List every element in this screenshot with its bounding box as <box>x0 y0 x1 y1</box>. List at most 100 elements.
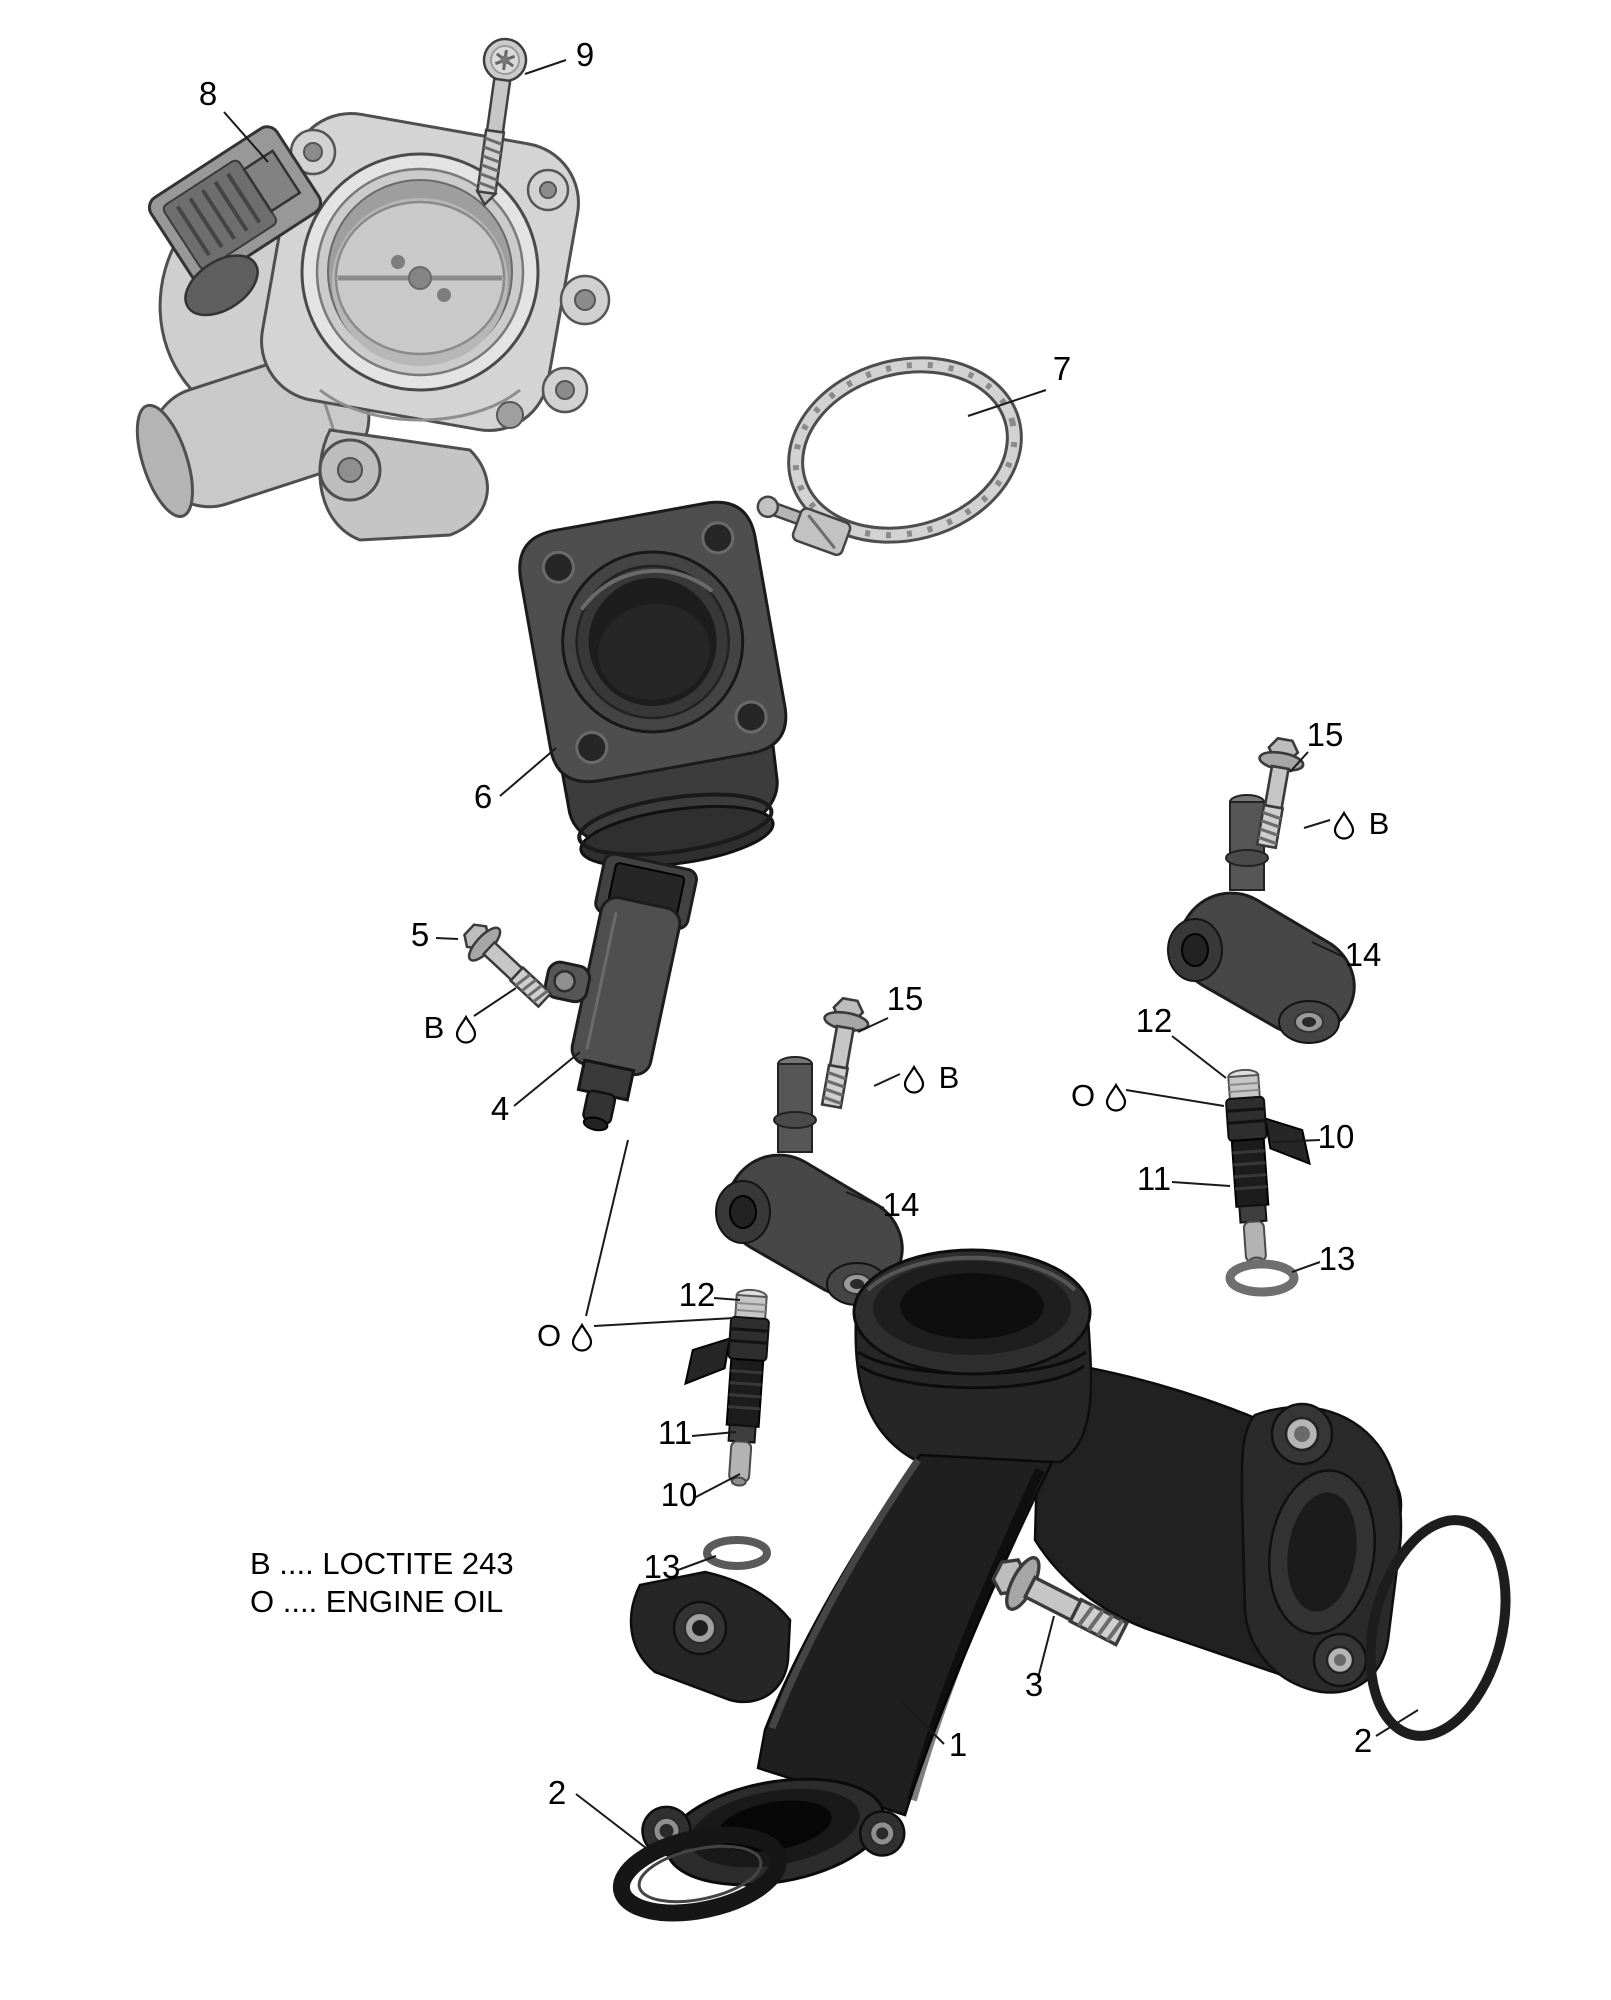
leader-lines <box>223 59 1419 1849</box>
manifold-left-foot <box>629 1570 792 1704</box>
leader-line <box>1311 941 1347 959</box>
leader-line <box>873 1073 901 1087</box>
oil-code-right: O <box>1071 1078 1095 1113</box>
leader-line <box>1291 1261 1321 1273</box>
throttle-bore <box>300 152 540 392</box>
callout-11-middle: 11 <box>658 1414 692 1451</box>
leader-line <box>1171 1035 1227 1079</box>
callout-10-middle: 10 <box>661 1476 698 1513</box>
leader-line <box>593 1317 735 1327</box>
fuel-injector-middle <box>684 1287 773 1489</box>
leader-line <box>513 1051 581 1107</box>
manifold-inlet-bell <box>852 1248 1092 1376</box>
right-flange-bosses <box>1270 1402 1368 1688</box>
callout-13-middle: 13 <box>644 1548 681 1585</box>
throttle-body-screw <box>475 37 528 207</box>
throttle-body <box>135 112 611 542</box>
injector-o-ring-middle <box>703 1536 771 1570</box>
oil-drop-icon <box>455 1015 477 1044</box>
legend-engine-oil: O .... ENGINE OIL <box>250 1584 503 1619</box>
leader-line <box>1171 1181 1231 1187</box>
thread-lines <box>478 136 503 191</box>
leader-line <box>967 389 1047 417</box>
hose-clamp <box>756 356 1023 557</box>
callout-6: 6 <box>474 778 492 815</box>
sensor-screw <box>453 912 561 1017</box>
oil-drop-icon <box>903 1065 925 1094</box>
leader-line <box>1037 1615 1055 1679</box>
manifold-bottom-flange <box>641 1777 906 1887</box>
callout-14-right: 14 <box>1345 936 1382 973</box>
holder-screw-middle <box>808 994 874 1112</box>
flange-bolt-bosses <box>289 128 611 414</box>
callout-12-right: 12 <box>1136 1002 1173 1039</box>
leader-line <box>575 1793 647 1849</box>
clamp-band-slots <box>792 361 1018 539</box>
oil-drop-icon <box>1333 811 1355 840</box>
oil-drop-icon <box>1105 1083 1127 1112</box>
injector-connector-tab <box>684 1337 731 1386</box>
callout-2-right: 2 <box>1354 1722 1372 1759</box>
leader-line <box>1375 1709 1419 1737</box>
loctite-code-left: B <box>424 1010 445 1045</box>
leader-line <box>899 1699 945 1745</box>
oil-drop-icon <box>571 1323 593 1352</box>
map-sensor <box>543 852 698 1132</box>
leader-line <box>845 1191 885 1209</box>
leader-line <box>499 747 557 797</box>
leader-line <box>713 1297 741 1301</box>
leader-line <box>473 987 517 1017</box>
callout-13-right: 13 <box>1319 1240 1356 1277</box>
leader-line <box>585 1139 629 1317</box>
annotations: B B B O O <box>424 806 1390 1353</box>
idle-air-port <box>496 401 524 429</box>
leader-line <box>223 111 269 163</box>
worm-screw-housing <box>756 495 852 557</box>
casting-shadow-line <box>319 388 521 422</box>
leader-line <box>524 59 567 75</box>
leader-line <box>677 1555 717 1571</box>
leader-line <box>857 1017 889 1033</box>
callouts: 9 8 7 6 5 4 15 14 12 11 10 13 15 14 12 1… <box>199 36 1382 1811</box>
callout-7: 7 <box>1053 350 1071 387</box>
leader-line <box>1271 1139 1321 1143</box>
loctite-code-middle: B <box>939 1060 960 1095</box>
electrical-connector <box>147 125 323 317</box>
sensor-mount-ear <box>543 960 592 1004</box>
leader-line <box>435 937 459 940</box>
callout-5: 5 <box>411 916 429 953</box>
intake-manifold <box>629 1248 1403 1887</box>
callout-8: 8 <box>199 75 217 112</box>
manifold-seal-left <box>612 1826 788 1922</box>
connector-pins <box>175 172 262 257</box>
oil-code-middle: O <box>537 1318 561 1353</box>
legend: B .... LOCTITE 243 O .... ENGINE OIL <box>250 1546 514 1619</box>
loctite-code-right: B <box>1369 806 1390 841</box>
callout-1: 1 <box>949 1726 967 1763</box>
intake-adapter <box>518 500 788 868</box>
callout-11-right: 11 <box>1137 1160 1171 1197</box>
callout-15-middle: 15 <box>887 980 924 1017</box>
leader-line <box>1289 751 1309 773</box>
leader-line <box>1303 819 1331 829</box>
callout-3: 3 <box>1025 1666 1043 1703</box>
callout-14-middle: 14 <box>883 1186 920 1223</box>
leader-line <box>693 1473 741 1499</box>
injector-o-ring-right <box>1225 1259 1299 1297</box>
callout-15-right: 15 <box>1307 716 1344 753</box>
manifold-o-ring-right <box>1365 1515 1511 1741</box>
callout-10-right: 10 <box>1318 1118 1355 1155</box>
adapter-groove-ring <box>579 805 775 868</box>
legend-loctite: B .... LOCTITE 243 <box>250 1546 514 1581</box>
leader-line <box>1125 1089 1225 1107</box>
fuel-injector-right <box>1222 1067 1311 1269</box>
callout-4: 4 <box>491 1090 509 1127</box>
adapter-bore <box>561 550 745 734</box>
manifold-runner <box>756 1453 1054 1817</box>
leader-line <box>691 1431 737 1437</box>
callout-2-left: 2 <box>548 1774 566 1811</box>
injector-holder-middle <box>714 1055 904 1307</box>
callout-9: 9 <box>576 36 594 73</box>
